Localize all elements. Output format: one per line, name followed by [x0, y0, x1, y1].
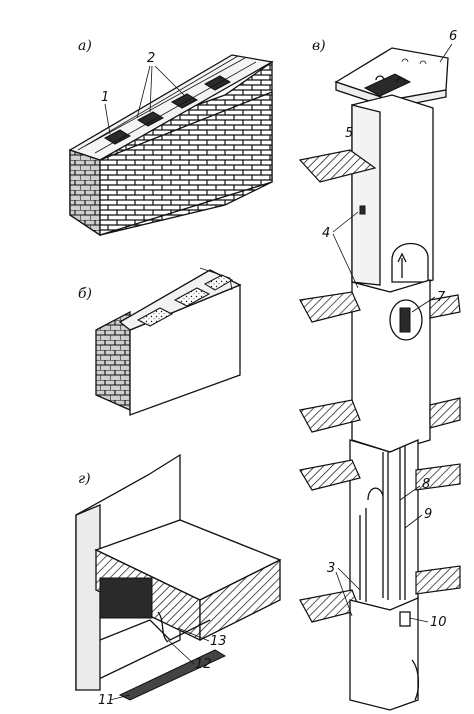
- callout-10: 10: [430, 615, 447, 630]
- leader-11: [109, 694, 131, 701]
- leader-10: [409, 617, 429, 623]
- callout-4: 4: [322, 226, 330, 241]
- panel-b-channel-block: [95, 267, 242, 416]
- leader-8: [399, 485, 421, 501]
- panel-right-vent-shaft: [298, 47, 461, 711]
- leader-4: [332, 211, 359, 289]
- wall-channels: [103, 75, 232, 145]
- duct-element: [118, 649, 227, 701]
- callout-7: 7: [437, 290, 446, 305]
- callout-2: 2: [147, 51, 155, 66]
- leader-7: [411, 296, 436, 313]
- callout-5: 5: [345, 126, 353, 141]
- leader-3: [335, 567, 361, 617]
- panel-b-label: б): [78, 286, 92, 302]
- panel-g-floor-slab: [75, 453, 282, 701]
- panel-right-label: в): [312, 38, 326, 54]
- leader-13: [177, 627, 210, 642]
- leader-6: [439, 43, 453, 63]
- panel-a-brick-wall: [68, 54, 274, 237]
- leader-2: [136, 65, 186, 119]
- callout-3: 3: [327, 561, 335, 576]
- panel-a-label: а): [78, 38, 92, 54]
- callout-9: 9: [424, 507, 432, 522]
- callout-12: 12: [195, 657, 212, 672]
- callout-11: 11: [98, 693, 115, 708]
- callout-13: 13: [210, 634, 227, 649]
- callout-1: 1: [101, 90, 109, 105]
- leader-9: [404, 514, 423, 529]
- leader-12: [167, 639, 195, 665]
- channel-cavity: [99, 577, 153, 619]
- callout-8: 8: [422, 477, 430, 492]
- callout-6: 6: [449, 29, 457, 44]
- leader-1: [104, 103, 111, 135]
- panel-g-label: г): [78, 471, 91, 487]
